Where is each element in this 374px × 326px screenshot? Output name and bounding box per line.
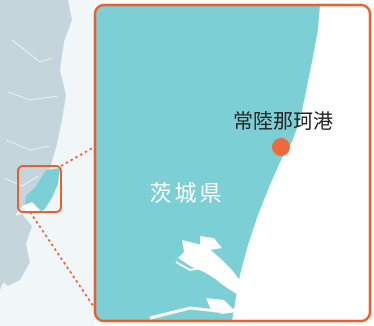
inset-frame	[93, 3, 372, 323]
overview-ibaraki	[24, 168, 60, 212]
prefecture-label: 茨城県	[149, 182, 224, 207]
river-branch	[175, 261, 201, 272]
port-label: 常陸那珂港	[233, 109, 333, 133]
lake-inlet-upper	[200, 236, 222, 250]
overview-peninsula	[0, 214, 32, 286]
lake-kasumigaura	[178, 240, 246, 296]
overview-map	[0, 0, 95, 326]
locator-box	[17, 165, 62, 213]
overview-border-lines	[3, 39, 59, 187]
connector-line-top	[60, 145, 97, 167]
tone-river	[149, 304, 251, 320]
inset-map	[95, 5, 370, 321]
ibaraki-prefecture	[95, 5, 320, 321]
overview-japan-landmass	[0, 0, 72, 290]
ocean-area	[232, 5, 370, 321]
port-marker	[272, 138, 290, 156]
